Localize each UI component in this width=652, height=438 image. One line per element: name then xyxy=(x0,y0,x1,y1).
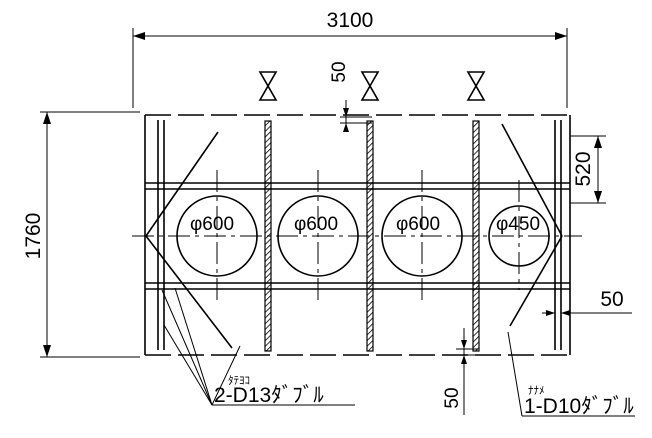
straight-rebar-label: 2-D13ﾀﾞﾌﾞﾙ xyxy=(214,384,324,407)
top-offset-label: 50 xyxy=(329,61,350,82)
height-dimension-label: 1760 xyxy=(22,213,45,260)
opening-circle xyxy=(381,195,463,277)
diagonal-rebar-label: 1-D10ﾀﾞﾌﾞﾙ xyxy=(524,395,634,418)
width-dimension-label: 3100 xyxy=(327,9,374,32)
straight-rebar-callout: ﾀﾃﾖｺ 2-D13ﾀﾞﾌﾞﾙ xyxy=(161,287,355,407)
opening-circle xyxy=(488,205,550,267)
opening-circle xyxy=(277,195,359,277)
width-dimension: 3100 xyxy=(132,9,568,108)
bottom-offset-dimension: 50 xyxy=(442,328,478,415)
right-edge-dimension: 50 xyxy=(542,288,632,316)
openings: φ600 φ600 φ600 φ450 xyxy=(176,195,550,277)
top-offset-dimension: 50 xyxy=(329,61,372,132)
right-spacing-label: 520 xyxy=(572,151,595,186)
diagonal-rebar-callout: ﾅﾅﾒ 1-D10ﾀﾞﾌﾞﾙ xyxy=(507,331,635,418)
diagonal-rebar-note: ﾅﾅﾒ xyxy=(528,385,545,397)
opening-label: φ450 xyxy=(496,214,540,235)
section-marker-icon xyxy=(258,71,278,101)
right-spacing-dimension: 520 xyxy=(570,135,606,204)
opening-label: φ600 xyxy=(396,214,440,235)
section-markers xyxy=(258,71,486,101)
opening-label: φ600 xyxy=(190,214,234,235)
centerlines xyxy=(132,170,582,300)
edge-vertical-rebars xyxy=(157,120,562,350)
section-marker-icon xyxy=(360,71,380,101)
opening-circle xyxy=(176,195,258,277)
diagonal-rebars xyxy=(145,123,563,349)
section-marker-icon xyxy=(466,71,486,101)
horizontal-rebars xyxy=(145,182,570,290)
bottom-offset-label: 50 xyxy=(442,387,463,408)
straight-rebar-note: ﾀﾃﾖｺ xyxy=(228,374,250,387)
opening-label: φ600 xyxy=(294,214,338,235)
height-dimension: 1760 xyxy=(22,111,140,358)
right-edge-label: 50 xyxy=(600,288,623,311)
